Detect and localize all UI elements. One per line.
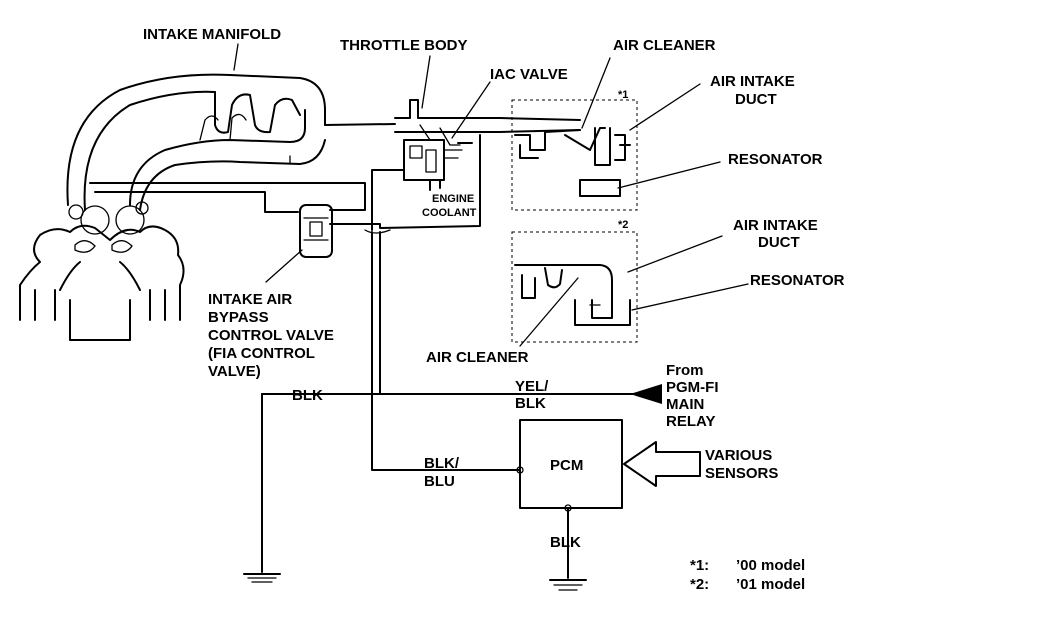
model-legend: *1: ’00 model *2: ’01 model	[690, 557, 805, 593]
engine-block	[19, 201, 185, 341]
marker-1: *1	[618, 89, 628, 101]
label-from-relay-3: MAIN	[666, 396, 704, 413]
throttle-body	[394, 99, 581, 191]
label-air-cleaner-2: AIR CLEANER	[426, 349, 529, 366]
label-bypass-valve-2: BYPASS	[208, 309, 269, 326]
label-from-relay-1: From	[666, 362, 704, 379]
label-bypass-valve-1: INTAKE AIR	[208, 291, 292, 308]
label-air-intake-duct-1a: AIR INTAKE	[710, 73, 795, 90]
label-various-sensors-b: SENSORS	[705, 465, 778, 482]
ground-symbol-left	[243, 573, 281, 583]
label-from-relay-4: RELAY	[666, 413, 715, 430]
legend-key-2: *2:	[690, 576, 709, 593]
label-wire-blk-pcm: BLK	[550, 534, 581, 551]
legend-key-1: *1:	[690, 557, 709, 574]
bypass-hoses	[89, 134, 481, 234]
air-cleaner-box-1	[511, 99, 638, 211]
label-iac-valve: IAC VALVE	[490, 66, 568, 83]
leader-lines	[233, 43, 749, 347]
label-engine-coolant-a: ENGINE	[432, 193, 474, 205]
label-wire-yel-blk-b: BLK	[515, 395, 546, 412]
pcm-terminal-gnd	[564, 504, 572, 512]
label-wire-blk-left: BLK	[292, 387, 323, 404]
label-bypass-valve-3: CONTROL VALVE	[208, 327, 334, 344]
label-various-sensors-a: VARIOUS	[705, 447, 772, 464]
relay-arrow-icon	[630, 384, 662, 404]
marker-2: *2	[618, 219, 628, 231]
ground-symbol-pcm	[549, 579, 587, 591]
label-from-relay-2: PGM-FI	[666, 379, 719, 396]
label-wire-blk-blu-a: BLK/	[424, 455, 460, 472]
intake-manifold	[66, 73, 396, 211]
label-pcm: PCM	[550, 457, 583, 474]
label-bypass-valve-4: (FIA CONTROL	[208, 345, 315, 362]
air-cleaner-box-2	[511, 231, 638, 343]
wiring	[261, 231, 636, 579]
label-air-intake-duct-1b: DUCT	[735, 91, 777, 108]
label-engine-coolant-b: COOLANT	[422, 207, 477, 219]
label-air-cleaner-1: AIR CLEANER	[613, 37, 716, 54]
pcm-terminal-blu	[516, 466, 524, 474]
label-bypass-valve-5: VALVE)	[208, 363, 261, 380]
sensors-arrow-icon	[623, 441, 701, 487]
label-resonator-2: RESONATOR	[750, 272, 845, 289]
label-intake-manifold: INTAKE MANIFOLD	[143, 26, 281, 43]
legend-value-2: ’01 model	[736, 576, 805, 593]
label-wire-blk-blu-b: BLU	[424, 473, 455, 490]
label-air-intake-duct-2a: AIR INTAKE	[733, 217, 818, 234]
bypass-control-valve	[299, 204, 333, 258]
label-wire-yel-blk-a: YEL/	[515, 378, 549, 395]
label-resonator-1: RESONATOR	[728, 151, 823, 168]
label-throttle-body: THROTTLE BODY	[340, 37, 468, 54]
label-air-intake-duct-2b: DUCT	[758, 234, 800, 251]
legend-value-1: ’00 model	[736, 557, 805, 574]
